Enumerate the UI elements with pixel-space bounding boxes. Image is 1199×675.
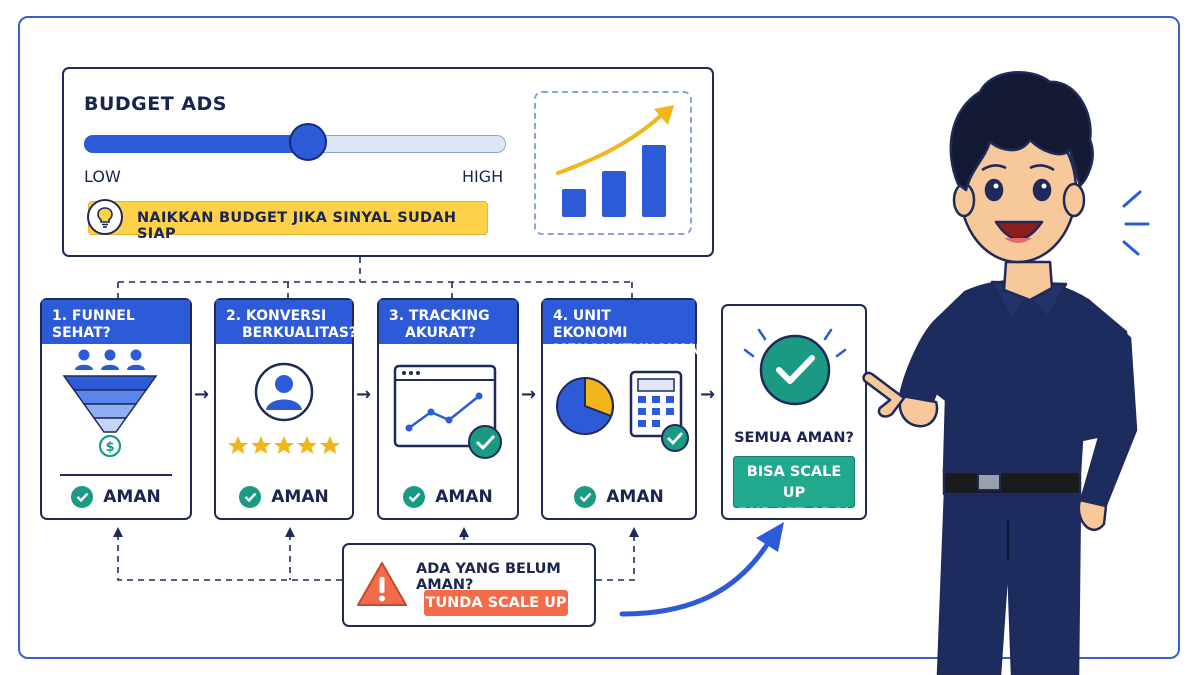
check-icon bbox=[239, 486, 262, 508]
diagram-frame bbox=[18, 16, 1180, 659]
pie-calculator-icon bbox=[556, 370, 689, 452]
warning-icon bbox=[357, 562, 407, 606]
step-funnel: 1. FUNNEL SEHAT? $ AMAN bbox=[40, 298, 192, 520]
step-tracking-header: 3. TRACKING AKURAT? bbox=[379, 300, 517, 344]
tracking-chart-icon bbox=[393, 364, 502, 459]
flow-arrow-1: → bbox=[194, 384, 210, 405]
lightbulb-icon bbox=[87, 199, 123, 235]
warning-box: ADA YANG BELUM AMAN? TUNDA SCALE UP bbox=[342, 543, 596, 627]
step-tracking-status: AMAN bbox=[379, 486, 517, 508]
budget-panel: BUDGET ADS LOW HIGH NAIKKAN BUDGET JIKA … bbox=[62, 67, 714, 257]
postpone-scale-up-tag: TUNDA SCALE UP bbox=[424, 590, 568, 616]
step-unit-ekonomi: 4. UNIT EKONOMI MENGUNTUNGKAN? AMAN bbox=[541, 298, 708, 520]
slider-low-label: LOW bbox=[84, 167, 121, 186]
scale-up-line1: BISA SCALE UP bbox=[746, 464, 842, 501]
step-funnel-header: 1. FUNNEL SEHAT? bbox=[42, 300, 190, 344]
step-konversi-header: 2. KONVERSI BERKUALITAS? bbox=[216, 300, 358, 344]
budget-title: BUDGET ADS bbox=[84, 93, 227, 115]
step-tracking-subtitle: AKURAT? bbox=[405, 325, 477, 341]
step-tracking-title: 3. TRACKING bbox=[389, 308, 490, 324]
funnel-icon: $ bbox=[62, 349, 158, 458]
result-box: SEMUA AMAN? BISA SCALE UP BUDGET ADS! bbox=[721, 304, 867, 522]
tip-text: NAIKKAN BUDGET JIKA SINYAL SUDAH SIAP bbox=[137, 210, 457, 242]
step-konversi-title: 2. KONVERSI bbox=[226, 308, 327, 324]
step-tracking: 3. TRACKING AKURAT? AMAN bbox=[377, 298, 519, 520]
svg-text:$: $ bbox=[105, 440, 114, 455]
user-rating-icon bbox=[228, 362, 340, 454]
check-icon bbox=[71, 486, 94, 508]
budget-slider-fill bbox=[83, 134, 308, 153]
result-question: SEMUA AMAN? bbox=[734, 430, 854, 446]
big-check-icon bbox=[743, 328, 847, 406]
scale-up-line2: BUDGET ADS! bbox=[738, 506, 850, 522]
budget-slider-knob[interactable] bbox=[288, 123, 327, 161]
warning-question: ADA YANG BELUM AMAN? bbox=[416, 561, 561, 593]
step-unit-ekonomi-status: AMAN bbox=[543, 486, 695, 508]
check-icon bbox=[403, 486, 426, 508]
flow-arrow-2: → bbox=[356, 384, 372, 405]
flow-arrow-3: → bbox=[521, 384, 537, 405]
step-unit-ekonomi-subtitle: MENGUNTUNGKAN? bbox=[553, 342, 709, 358]
step-funnel-status: AMAN bbox=[42, 486, 190, 508]
step-konversi-subtitle: BERKUALITAS? bbox=[242, 325, 358, 341]
growth-chart-icon bbox=[534, 91, 692, 235]
budget-tip: NAIKKAN BUDGET JIKA SINYAL SUDAH SIAP bbox=[87, 199, 488, 242]
scale-up-tag: BISA SCALE UP BUDGET ADS! bbox=[733, 456, 855, 522]
slider-high-label: HIGH bbox=[462, 167, 504, 186]
step-unit-ekonomi-header: 4. UNIT EKONOMI MENGUNTUNGKAN? bbox=[543, 300, 708, 358]
check-icon bbox=[574, 486, 597, 508]
step-konversi-status: AMAN bbox=[216, 486, 352, 508]
step-unit-ekonomi-title: 4. UNIT EKONOMI bbox=[553, 308, 628, 341]
step-konversi: 2. KONVERSI BERKUALITAS? AMAN bbox=[214, 298, 358, 520]
flow-arrow-4: → bbox=[700, 384, 716, 405]
step-funnel-title: 1. FUNNEL SEHAT? bbox=[52, 308, 135, 341]
